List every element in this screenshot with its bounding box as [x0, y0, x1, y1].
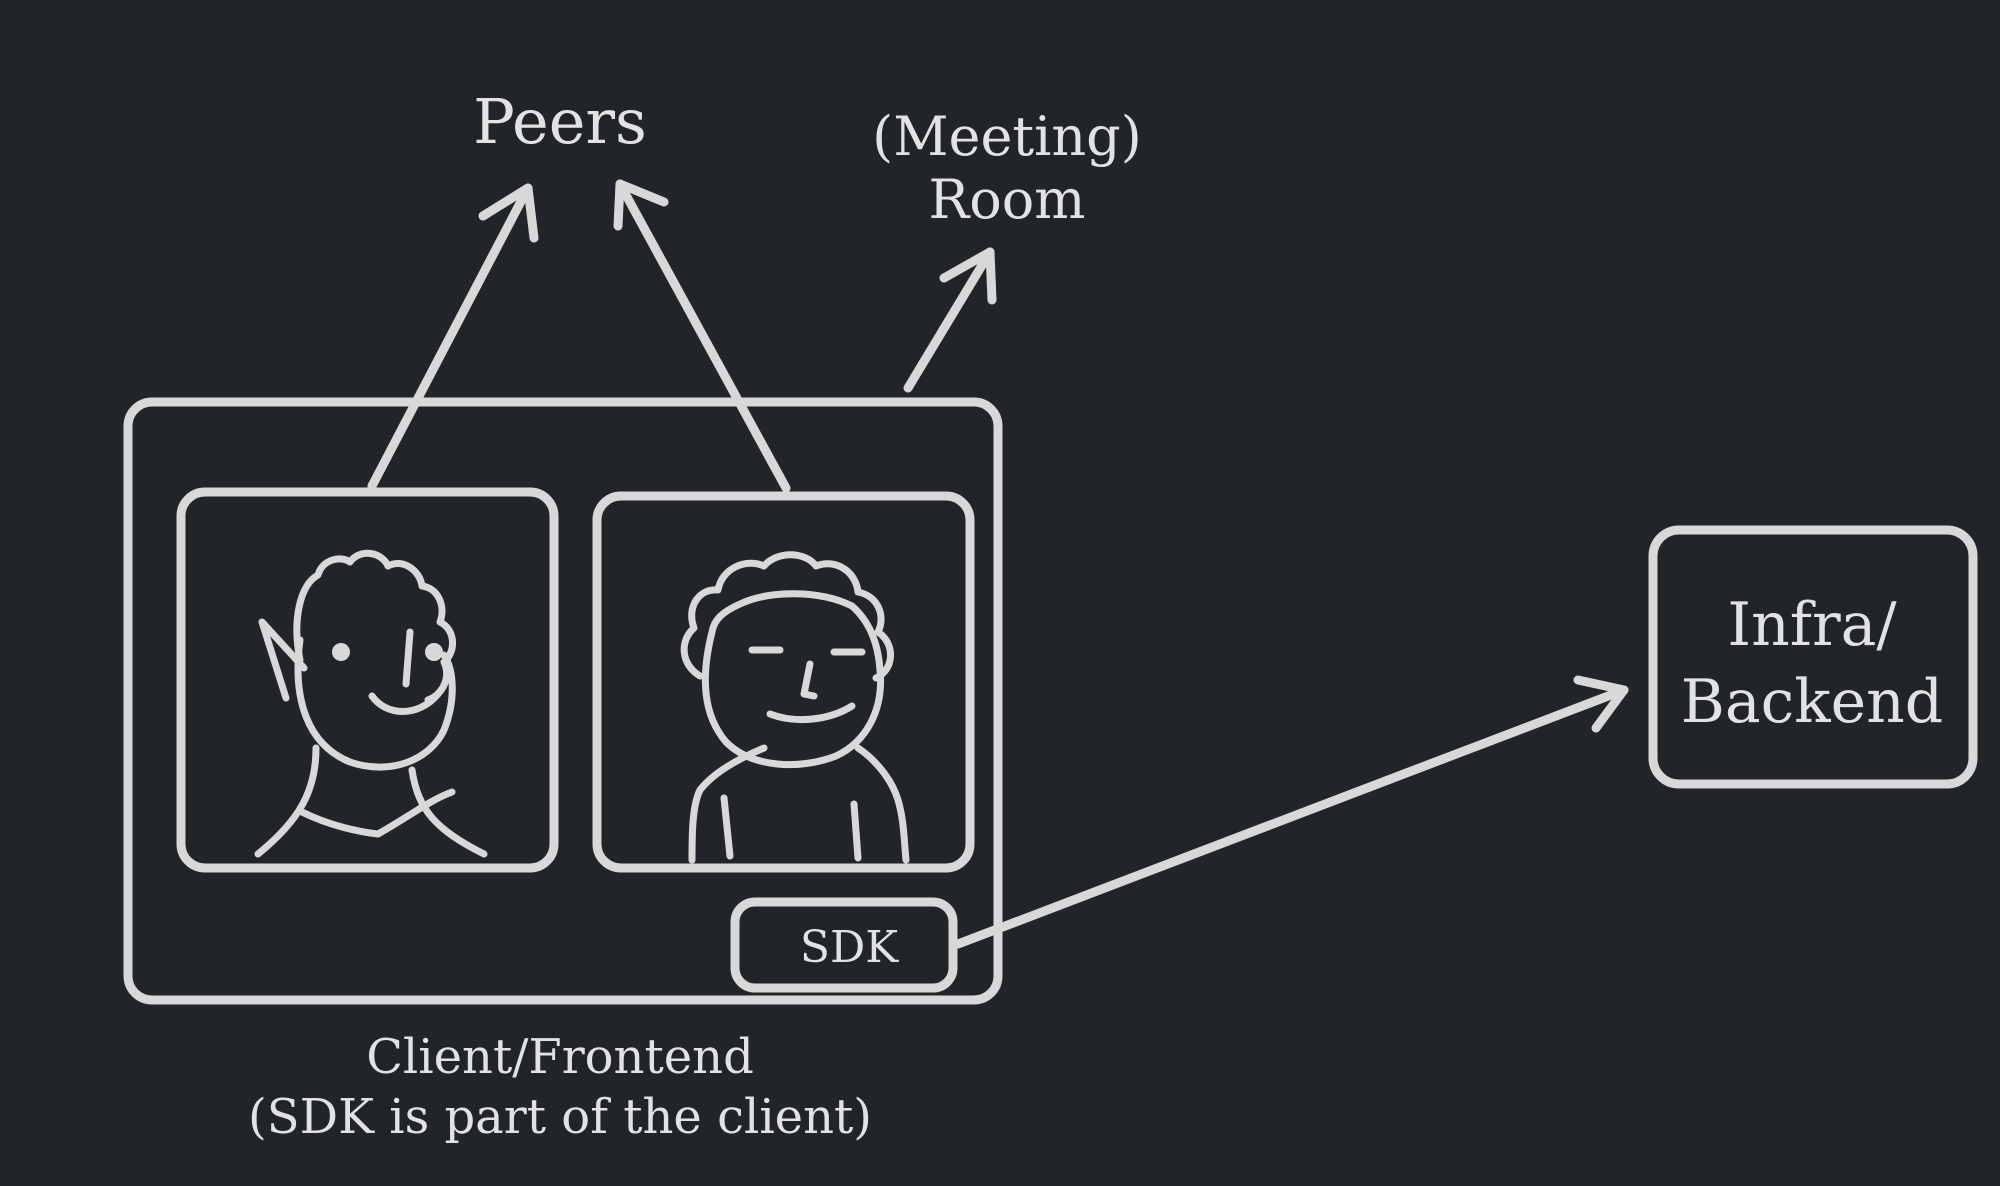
infra-label-line1: Infra/	[1727, 590, 1897, 660]
meeting-room-label-line2: Room	[929, 168, 1086, 231]
peer-1-smile	[368, 690, 442, 715]
arrow-sdk-to-backend	[953, 675, 1629, 949]
client-label-line1: Client/Frontend	[366, 1029, 754, 1085]
peer-1-hair	[293, 549, 456, 704]
peer-tile-2	[592, 491, 975, 873]
arrow-peer2-to-peers	[613, 179, 791, 493]
arrow-to-meeting-room	[903, 247, 997, 393]
peer-1-avatar	[254, 549, 488, 858]
peer-2-avatar	[680, 551, 910, 864]
infra-backend-box	[1648, 525, 1978, 789]
peer-1-eye-left	[332, 643, 350, 661]
client-label-line2: (SDK is part of the client)	[248, 1089, 872, 1145]
peer-2-face	[701, 590, 885, 769]
infra-label-line2: Backend	[1681, 667, 1943, 737]
peer-tile-1	[176, 487, 559, 873]
sdk-box	[730, 897, 958, 993]
peers-label: Peers	[473, 85, 647, 158]
client-frontend-box	[123, 397, 1003, 1005]
peer-2-body	[688, 744, 910, 864]
peer-1-face	[294, 636, 456, 771]
peer-2-smile	[766, 702, 856, 724]
sdk-label: SDK	[800, 922, 899, 973]
peer-1-eye-right	[425, 643, 443, 661]
peer-1-ear	[258, 618, 308, 702]
peer-2-nose	[800, 660, 818, 700]
peer-1-nose	[402, 628, 414, 688]
arrow-peer1-to-peers	[367, 183, 539, 491]
meeting-room-label-line1: (Meeting)	[872, 105, 1142, 168]
peer-2-hair	[680, 551, 894, 682]
peer-1-neck-body	[254, 744, 488, 858]
